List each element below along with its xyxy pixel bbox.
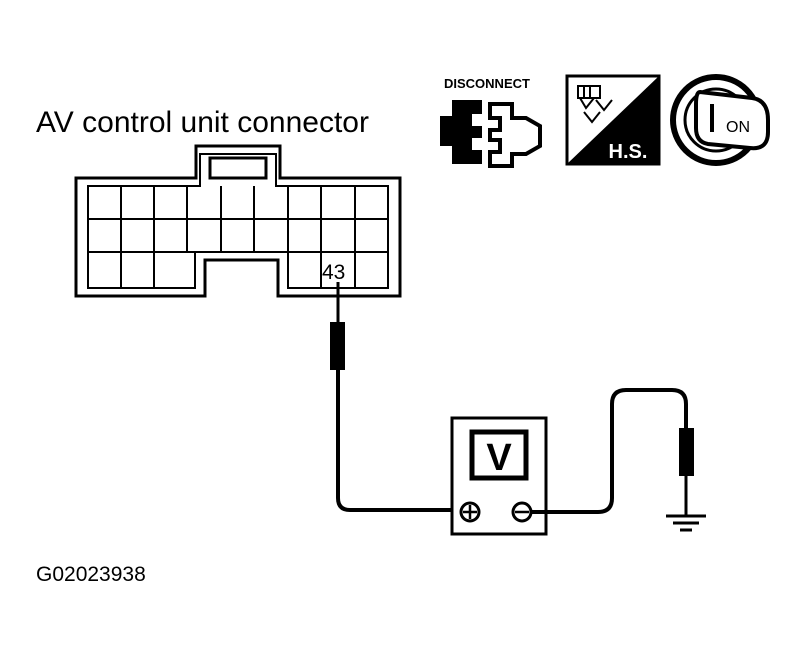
connector-label: AV control unit connector bbox=[36, 106, 369, 139]
voltmeter-label: V bbox=[486, 437, 512, 479]
ground-icon bbox=[666, 514, 706, 532]
ignition-key-on-icon: ON bbox=[670, 74, 770, 166]
harness-side-icon: H.S. bbox=[565, 74, 661, 166]
figure-id: G02023938 bbox=[36, 563, 146, 586]
negative-test-lead bbox=[531, 388, 694, 516]
positive-probe bbox=[330, 322, 345, 370]
voltmeter-display bbox=[469, 429, 529, 481]
connector-face bbox=[74, 144, 402, 298]
terminal-label: 43 bbox=[322, 261, 345, 284]
positive-test-lead bbox=[330, 282, 462, 512]
voltmeter: V bbox=[450, 416, 548, 536]
negative-terminal-icon bbox=[511, 501, 533, 523]
connector-disconnect-icon: DISCONNECT bbox=[440, 76, 542, 168]
harness-side-label: H.S. bbox=[609, 141, 648, 163]
positive-terminal-icon bbox=[459, 501, 481, 523]
negative-probe bbox=[679, 428, 694, 476]
ignition-on-label: ON bbox=[726, 119, 750, 136]
disconnect-label: DISCONNECT bbox=[444, 76, 530, 91]
